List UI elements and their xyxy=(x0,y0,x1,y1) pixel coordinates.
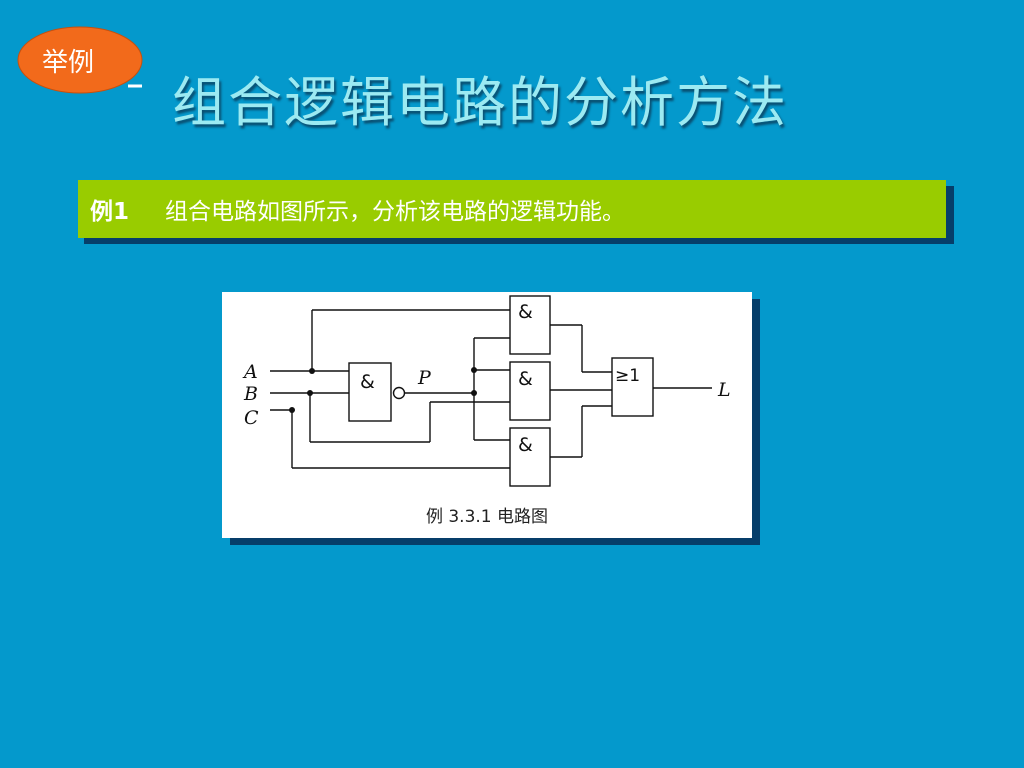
example-badge: 举例 xyxy=(16,26,144,94)
and-gate-2-symbol: & xyxy=(518,368,533,390)
badge-label: 举例 xyxy=(41,48,94,78)
inverter-bubble xyxy=(392,386,406,400)
circuit-diagram: A B C P L & & & & ≥1 xyxy=(242,295,731,487)
output-l-label: L xyxy=(717,379,731,401)
and-gate-1 xyxy=(509,295,551,355)
circuit-figure: A B C P L & & & & ≥1 例 3.3.1 电路图 xyxy=(222,292,752,538)
nand-gate xyxy=(348,362,392,422)
figure-caption: 例 3.3.1 电路图 xyxy=(425,507,549,527)
example-text: 组合电路如图所示，分析该电路的逻辑功能。 xyxy=(165,199,626,225)
and-gate-1-symbol: & xyxy=(518,301,533,323)
input-b-label: B xyxy=(243,383,258,405)
or-gate xyxy=(611,357,654,417)
nand-gate-symbol: & xyxy=(360,371,375,393)
input-a-label: A xyxy=(242,361,258,383)
example-banner: 例1 组合电路如图所示，分析该电路的逻辑功能。 xyxy=(78,180,946,238)
badge-shape xyxy=(17,26,143,94)
or-gate-symbol: ≥1 xyxy=(615,366,640,386)
input-c-label: C xyxy=(244,407,259,429)
and-gate-3-symbol: & xyxy=(518,434,533,456)
node-p-label: P xyxy=(417,367,432,389)
and-gate-2 xyxy=(509,361,551,421)
page-title: 组合逻辑电路的分析方法 xyxy=(172,71,788,134)
and-gate-3 xyxy=(509,427,551,487)
example-label: 例1 xyxy=(90,199,130,225)
